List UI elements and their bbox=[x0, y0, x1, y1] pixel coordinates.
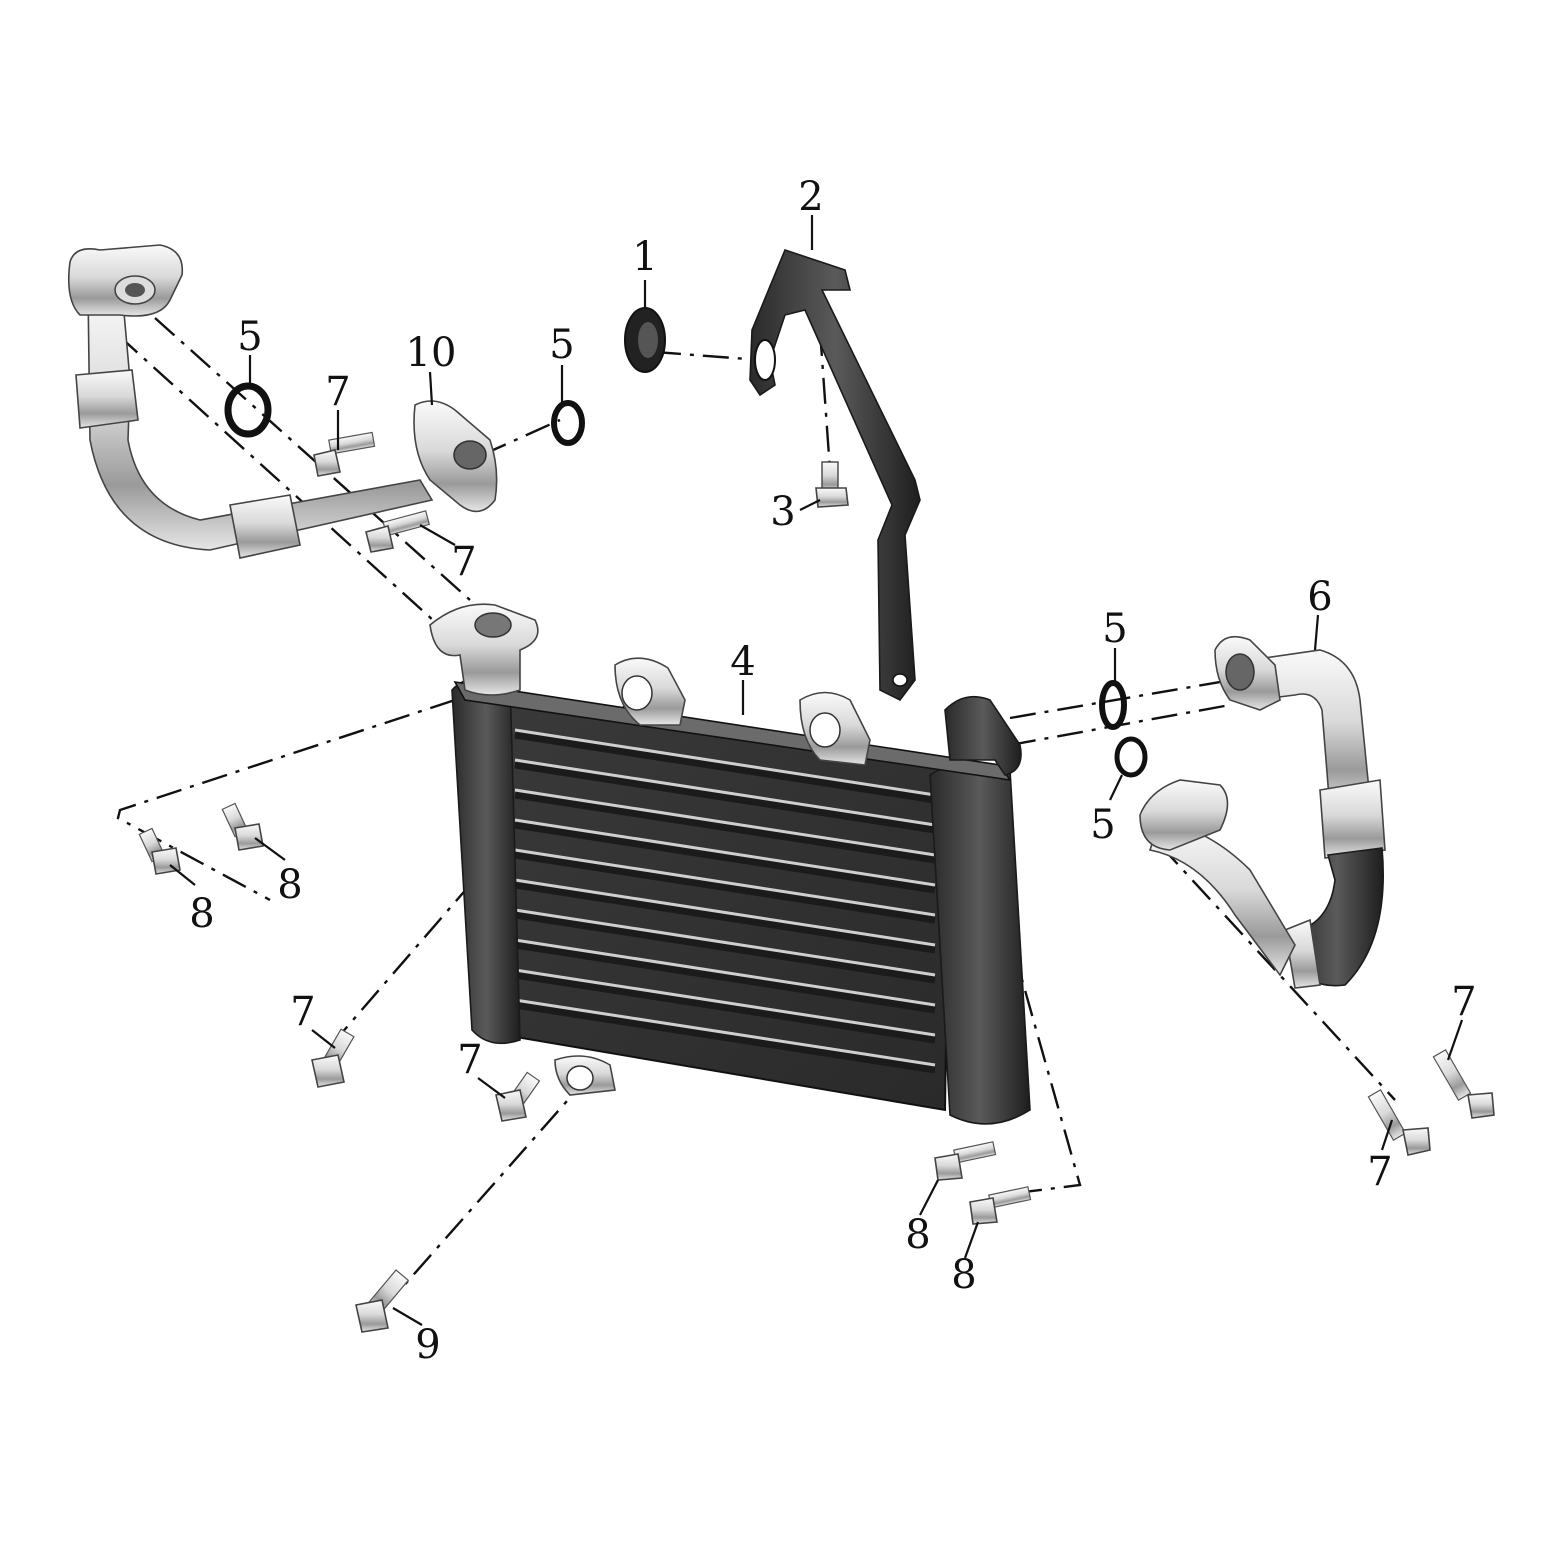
bolt-8c bbox=[934, 1141, 997, 1181]
bolt-7e bbox=[1367, 1089, 1431, 1156]
bolt-7c bbox=[311, 1028, 355, 1088]
o-ring-center bbox=[551, 400, 585, 446]
callout-6: 6 bbox=[1307, 574, 1332, 620]
bracket-bolt bbox=[815, 461, 849, 508]
right-oil-pipe bbox=[1139, 635, 1386, 989]
callout-7f: 7 bbox=[1367, 1149, 1392, 1195]
callout-8d: 8 bbox=[951, 1252, 976, 1298]
leader-lines bbox=[169, 215, 1464, 1326]
left-oil-pipe bbox=[67, 244, 498, 559]
bolt-8b bbox=[221, 802, 264, 851]
callout-labels: 1 2 3 4 5 5 5 5 6 7 7 7 7 7 7 8 8 8 8 9 … bbox=[189, 174, 1476, 1368]
callout-7d: 7 bbox=[457, 1037, 482, 1083]
callout-7e: 7 bbox=[1451, 979, 1476, 1025]
oil-cooler-radiator bbox=[429, 603, 1031, 1125]
bolt-7b bbox=[365, 510, 431, 553]
callout-5a: 5 bbox=[237, 314, 262, 360]
callout-4: 4 bbox=[730, 639, 755, 685]
radiator-fins bbox=[514, 728, 936, 1074]
callout-3: 3 bbox=[770, 489, 795, 535]
bolt-7a bbox=[313, 431, 376, 477]
callout-5c: 5 bbox=[1102, 606, 1127, 652]
callout-7a: 7 bbox=[325, 369, 350, 415]
callout-7c: 7 bbox=[290, 989, 315, 1035]
callout-8a: 8 bbox=[189, 891, 214, 937]
bolt-9 bbox=[355, 1269, 410, 1333]
callout-10: 10 bbox=[406, 330, 457, 376]
o-rings bbox=[224, 382, 1148, 778]
o-ring-right-lower bbox=[1114, 736, 1148, 778]
callout-9: 9 bbox=[415, 1322, 440, 1368]
callout-5b: 5 bbox=[549, 322, 574, 368]
callout-5d: 5 bbox=[1090, 802, 1115, 848]
callout-2: 2 bbox=[798, 174, 823, 220]
fasteners bbox=[138, 431, 1495, 1333]
mounting-bracket bbox=[749, 249, 921, 702]
callout-7b: 7 bbox=[451, 539, 476, 585]
callout-1: 1 bbox=[632, 234, 657, 280]
rubber-grommet bbox=[624, 307, 666, 373]
o-ring-left bbox=[224, 382, 272, 438]
bolt-7f bbox=[1432, 1049, 1495, 1119]
callout-8b: 8 bbox=[277, 862, 302, 908]
callout-8c: 8 bbox=[905, 1212, 930, 1258]
o-ring-right-upper bbox=[1099, 680, 1127, 730]
bolt-8d bbox=[969, 1186, 1032, 1225]
